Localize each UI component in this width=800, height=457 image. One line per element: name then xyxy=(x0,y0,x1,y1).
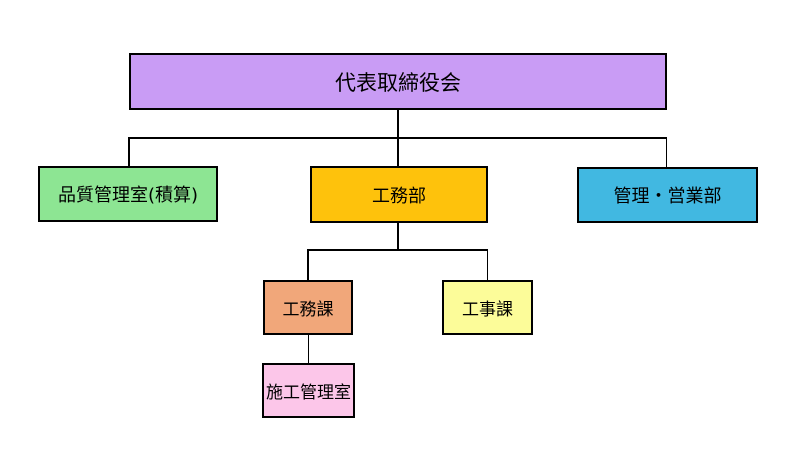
node-label: 管理・営業部 xyxy=(613,186,722,207)
connector-construction-mgmt-drop xyxy=(307,333,309,365)
node-construction-section: 工事課 xyxy=(442,280,533,335)
connector-construction-section-drop xyxy=(486,249,488,282)
node-board-of-directors: 代表取締役会 xyxy=(129,53,667,110)
connector-admin-sales-drop xyxy=(665,137,667,169)
node-label: 工務課 xyxy=(282,300,334,320)
connector-quality-office-drop xyxy=(128,137,130,168)
node-label: 品質管理室(積算) xyxy=(57,185,199,206)
connector-root-drop xyxy=(397,108,399,140)
node-label: 施工管理室 xyxy=(266,383,351,403)
node-admin-sales-department: 管理・営業部 xyxy=(577,167,758,223)
node-quality-control-office: 品質管理室(積算) xyxy=(38,166,218,222)
node-engineering-section: 工務課 xyxy=(263,280,353,335)
connector-engineering-dept-drop xyxy=(397,137,399,168)
node-construction-management-office: 施工管理室 xyxy=(262,363,355,418)
node-label: 工務部 xyxy=(372,185,426,207)
node-engineering-department: 工務部 xyxy=(310,166,488,223)
connector-engineering-section-drop xyxy=(307,249,309,282)
node-label: 代表取締役会 xyxy=(335,70,461,95)
node-label: 工事課 xyxy=(462,300,513,320)
connector-engineering-dept-down xyxy=(397,221,399,250)
connector-level3-bus xyxy=(307,249,488,251)
